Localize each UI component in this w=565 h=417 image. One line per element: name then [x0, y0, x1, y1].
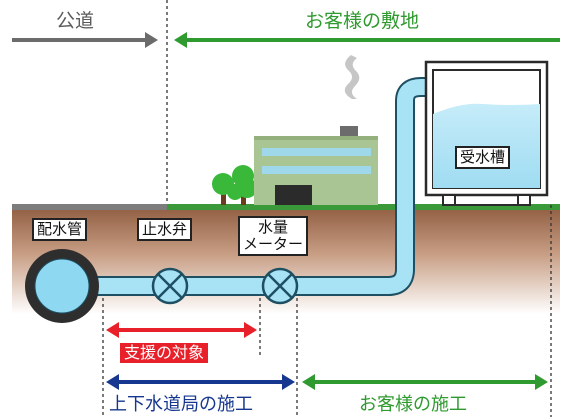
water-meter-label-line1: 水量 — [258, 218, 289, 236]
receiving-tank-label: 受水槽 — [455, 146, 511, 169]
waterworks-bureau-construction-label: 上下水道局の施工 — [109, 394, 253, 415]
stop-valve-label: 止水弁 — [137, 218, 193, 241]
customer-range-arrow — [302, 374, 548, 390]
boundary-lines — [102, 0, 552, 417]
water-meter-symbol — [261, 267, 299, 305]
customer-construction-label: お客様の施工 — [359, 394, 467, 415]
support-target-label: 支援の対象 — [120, 343, 209, 363]
distribution-main-label: 配水管 — [32, 218, 88, 241]
receiving-tank — [424, 60, 549, 206]
water-meter-label-line2: メーター — [243, 235, 304, 253]
trees — [212, 165, 257, 205]
factory-building — [254, 55, 378, 205]
bureau-range-arrow — [106, 374, 295, 390]
header-arrow-public-road — [12, 32, 158, 48]
stop-valve-symbol — [151, 267, 189, 305]
public-road-label: 公道 — [56, 10, 95, 32]
distribution-main — [25, 249, 99, 323]
support-range-arrow — [106, 322, 257, 338]
water-meter-label: 水量 メーター — [238, 216, 309, 256]
customer-site-label: お客様の敷地 — [305, 10, 420, 32]
header-arrow-customer-site — [174, 32, 560, 48]
